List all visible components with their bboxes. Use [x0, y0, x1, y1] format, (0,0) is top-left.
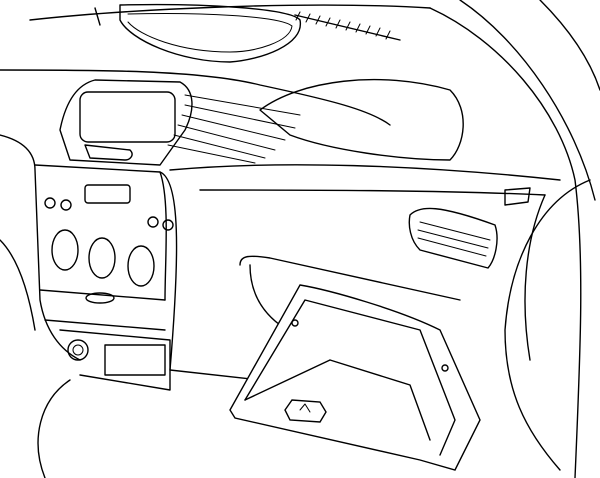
recess: [85, 292, 115, 304]
hinge-screw: [291, 319, 299, 327]
glove-box: [229, 284, 481, 471]
glove-box-latch: [284, 399, 327, 423]
ashtray: [104, 344, 166, 376]
mirror-control: [504, 187, 531, 206]
cigarette-lighter: [67, 339, 89, 361]
button: [147, 216, 159, 228]
hinge-screw: [441, 364, 449, 372]
climate-knob: [51, 229, 79, 271]
dash-panel: [159, 171, 546, 381]
climate-knob: [127, 245, 155, 287]
defroster-vent: [295, 11, 391, 40]
a-pillar: [429, 0, 600, 478]
side-air-vent: [408, 187, 531, 269]
button: [162, 219, 174, 231]
display-screen: [79, 91, 176, 143]
center-display-hood: [59, 79, 301, 166]
button: [60, 199, 72, 211]
center-console: [0, 134, 174, 478]
hazard-switch: [84, 184, 131, 204]
climate-knob: [88, 237, 116, 279]
button: [44, 197, 56, 209]
upper-dashboard: [0, 3, 561, 181]
